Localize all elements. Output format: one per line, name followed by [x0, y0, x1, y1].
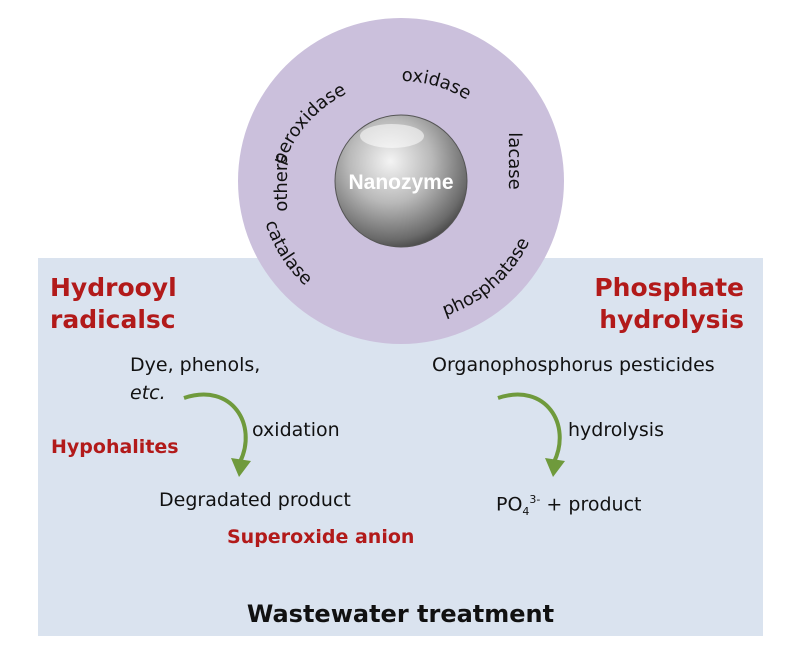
- left-heading-line2: radicalsc: [50, 305, 176, 334]
- hydrolysis-arrow: [497, 392, 562, 463]
- side-label-hypohalites: Hypohalites: [51, 436, 179, 458]
- right-heading-line1: Phosphate: [594, 273, 744, 302]
- left-process-label: oxidation: [252, 419, 340, 441]
- nanozyme-label: Nanozyme: [348, 171, 453, 194]
- left-product: Degradated product: [159, 489, 351, 511]
- left-heading-line1: Hydrooyl: [50, 273, 177, 302]
- hydrolysis-arrowhead: [545, 458, 565, 477]
- left-substrate: Dye, phenols, etc.: [130, 351, 260, 407]
- right-process-label: hydrolysis: [568, 419, 664, 441]
- nanozyme-sphere: [334, 114, 468, 248]
- left-substrate-line1: Dye, phenols,: [130, 354, 261, 376]
- left-substrate-line2: etc.: [130, 382, 166, 404]
- side-label-superoxide: Superoxide anion: [227, 526, 415, 548]
- ring-label-others: others: [271, 154, 292, 211]
- phosphate-formula: PO: [496, 493, 523, 516]
- oxidation-arrowhead: [231, 458, 251, 477]
- right-substrate: Organophosphorus pesticides: [432, 354, 715, 376]
- left-heading: Hydrooyl radicalsc: [50, 272, 177, 336]
- right-product: PO43- + product: [496, 486, 641, 526]
- phosphate-charge: 3-: [529, 493, 541, 506]
- right-heading-line2: hydrolysis: [599, 305, 744, 334]
- ring-label-lacase: lacase: [504, 132, 525, 189]
- product-suffix: + product: [540, 493, 642, 516]
- footer-title: Wastewater treatment: [246, 600, 555, 628]
- right-heading: Phosphate hydrolysis: [594, 272, 744, 336]
- oxidation-arrow: [183, 392, 248, 463]
- phosphate-subscript: 4: [522, 505, 530, 519]
